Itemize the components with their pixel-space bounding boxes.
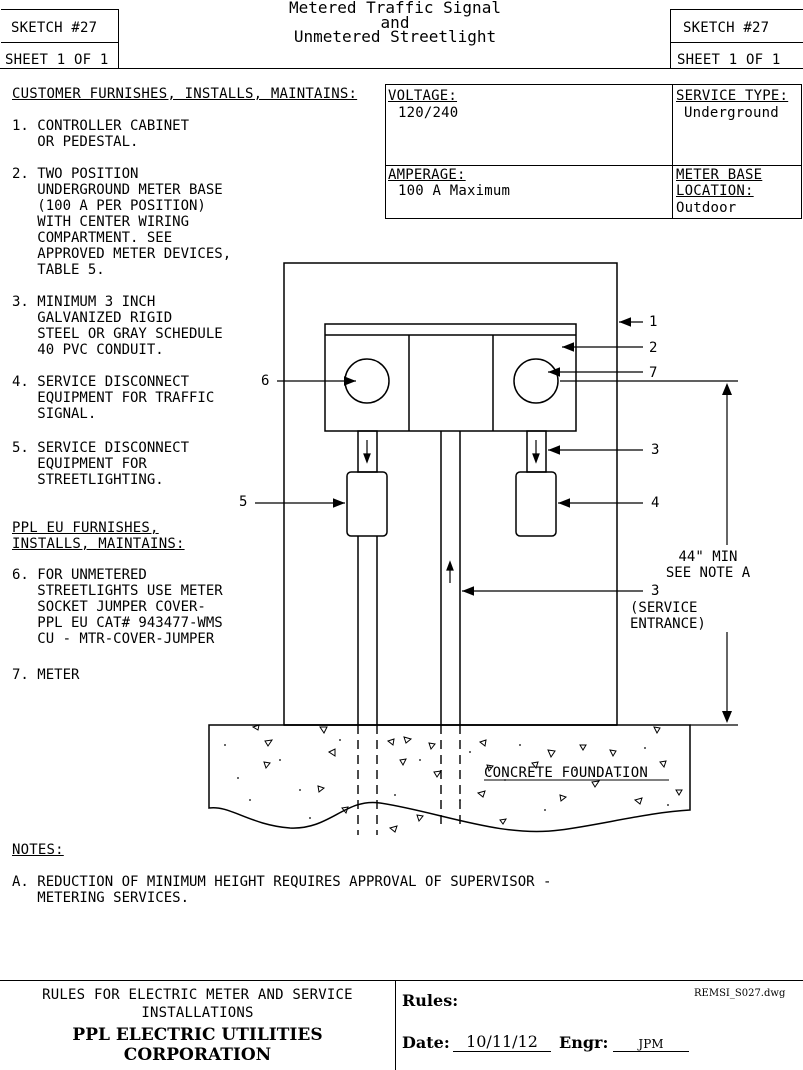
customer-heading: CUSTOMER FURNISHES, INSTALLS, MAINTAINS: <box>12 86 358 102</box>
voltage-label: VOLTAGE: <box>388 88 458 104</box>
voltage-value: 120/240 <box>398 105 459 121</box>
callout-3-service: 3 <box>651 583 660 599</box>
sketch-number-left: SKETCH #27 <box>11 20 98 36</box>
sheet-title-line3: Unmetered Streetlight <box>293 27 497 46</box>
header-rule <box>0 68 803 69</box>
concrete-foundation <box>208 724 691 833</box>
callout-7: 7 <box>649 365 658 381</box>
sketch-number-right: SKETCH #27 <box>683 20 770 36</box>
sheet-number-left: SHEET 1 OF 1 <box>5 52 109 68</box>
disconnect-streetlight <box>346 471 388 537</box>
callout-2: 2 <box>649 340 658 356</box>
engr-value: JPM <box>613 1037 689 1052</box>
callout-1: 1 <box>649 314 658 330</box>
customer-item-5: 5. SERVICE DISCONNECT EQUIPMENT FOR STRE… <box>12 440 190 488</box>
customer-item-3: 3. MINIMUM 3 INCH GALVANIZED RIGID STEEL… <box>12 294 223 358</box>
amperage-value: 100 A Maximum <box>398 183 511 199</box>
engr-label: Engr: <box>559 1033 609 1052</box>
rules-title-line1: RULES FOR ELECTRIC METER AND SERVICE <box>42 987 353 1003</box>
ppl-heading-line2: INSTALLS, MAINTAINS: <box>12 536 185 552</box>
note-a: A. REDUCTION OF MINIMUM HEIGHT REQUIRES … <box>12 874 552 906</box>
service-type-value: Underground <box>684 105 779 121</box>
sheet-title: Metered Traffic Signal and Unmetered Str… <box>200 0 590 45</box>
meter-socket <box>513 358 559 404</box>
amperage-label: AMPERAGE: <box>388 167 466 183</box>
sheet-title-line2: and <box>380 13 410 32</box>
service-info-box: VOLTAGE: 120/240 SERVICE TYPE: Undergrou… <box>385 84 802 219</box>
meter-base-value: Outdoor <box>676 200 737 216</box>
callout-3-upper: 3 <box>651 442 660 458</box>
meter-base-label-line1: METER BASE <box>676 167 763 183</box>
ppl-item-6: 6. FOR UNMETERED STREETLIGHTS USE METER … <box>12 567 223 647</box>
sheet-title-line1: Metered Traffic Signal <box>289 0 501 17</box>
foundation-label: CONCRETE FOUNDATION <box>484 765 648 781</box>
customer-item-4: 4. SERVICE DISCONNECT EQUIPMENT FOR TRAF… <box>12 374 215 422</box>
callout-5: 5 <box>239 494 248 510</box>
meter-base-label-line2: LOCATION: <box>676 183 754 199</box>
sheet-number-right: SHEET 1 OF 1 <box>677 52 781 68</box>
drawing-file-name: REMSI_S027.dwg <box>694 988 786 999</box>
sketch-box-left: SKETCH #27 SHEET 1 OF 1 <box>1 9 119 69</box>
meter-base <box>324 323 577 432</box>
service-type-label: SERVICE TYPE: <box>676 88 789 104</box>
date-label: Date: <box>402 1033 450 1052</box>
customer-item-2: 2. TWO POSITION UNDERGROUND METER BASE (… <box>12 166 232 278</box>
disconnect-traffic-signal <box>515 471 557 537</box>
rules-title-line2: INSTALLATIONS <box>141 1005 254 1021</box>
date-value: 10/11/12 <box>453 1032 551 1052</box>
customer-item-1: 1. CONTROLLER CABINET OR PEDESTAL. <box>12 118 190 150</box>
ppl-heading-line1: PPL EU FURNISHES, <box>12 520 159 536</box>
company-name-line2: CORPORATION <box>123 1045 272 1065</box>
title-block: RULES FOR ELECTRIC METER AND SERVICE INS… <box>0 980 803 1070</box>
callout-4: 4 <box>651 495 660 511</box>
ppl-item-7: 7. METER <box>12 667 80 683</box>
rules-label: Rules: <box>402 991 459 1010</box>
notes-heading: NOTES: <box>12 842 64 858</box>
dimension-label: 44" MIN SEE NOTE A <box>665 549 751 581</box>
company-name-line1: PPL ELECTRIC UTILITIES <box>72 1025 323 1045</box>
service-entrance-label: (SERVICE ENTRANCE) <box>630 600 706 632</box>
controller-cabinet <box>283 262 618 726</box>
callout-6: 6 <box>261 373 270 389</box>
